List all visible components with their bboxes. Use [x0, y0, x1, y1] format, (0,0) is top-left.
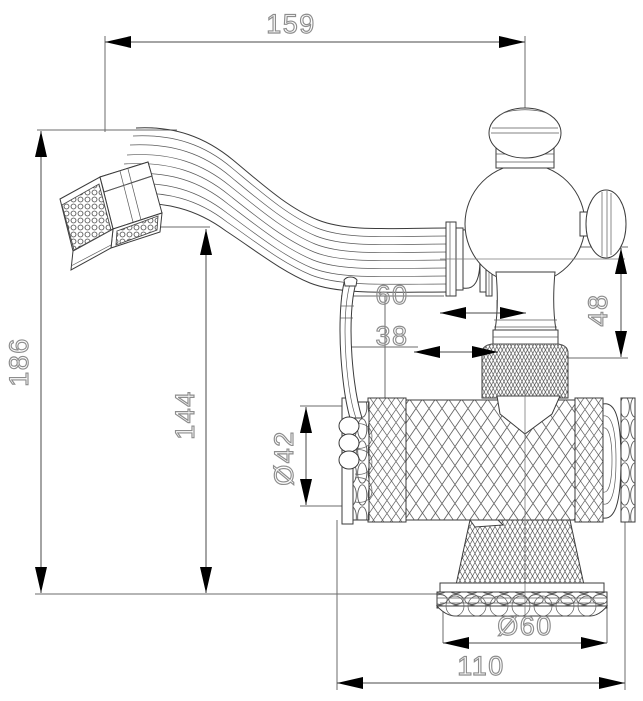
- dimension-label-48: 48: [583, 293, 613, 326]
- dimension-label-38: 38: [375, 321, 408, 351]
- dimension-label-dia42: Ø42: [269, 430, 299, 486]
- dimension-dia42: Ø42: [268, 407, 312, 505]
- dimension-110: 110: [337, 650, 625, 689]
- dimension-label-dia60: Ø60: [497, 611, 553, 641]
- base-decorative-beads: [437, 595, 607, 617]
- dimension-60: 60: [375, 279, 526, 319]
- dimension-38: 38: [375, 320, 498, 358]
- dimension-48: 48: [582, 248, 627, 357]
- faucet-spout: [111, 127, 448, 293]
- dimension-144: 144: [169, 229, 212, 593]
- dimension-label-159: 159: [266, 9, 316, 39]
- faucet-barrel-body: [341, 390, 636, 618]
- faucet-lever-handle: [338, 276, 363, 470]
- knurled-collar-nut: [481, 343, 569, 399]
- spout-aerator-head: [59, 161, 163, 271]
- dimension-label-110: 110: [457, 651, 505, 681]
- dimension-186: 186: [3, 131, 47, 593]
- dimension-dia60: Ø60: [443, 610, 607, 649]
- dimension-label-60: 60: [375, 280, 408, 310]
- dimension-label-186: 186: [4, 337, 34, 387]
- dimension-label-144: 144: [170, 390, 200, 440]
- dimension-159: 159: [105, 8, 525, 48]
